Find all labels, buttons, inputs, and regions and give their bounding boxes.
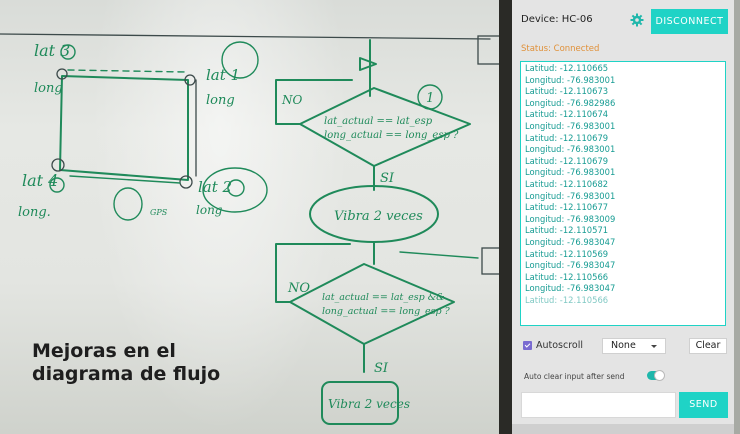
photo-glare (90, 0, 350, 434)
log-line: Longitud: -76.983047 (525, 236, 616, 247)
decision-top (299, 87, 471, 167)
no-loop-top (275, 79, 353, 125)
log-line: Latitud: -12.110571 (525, 225, 609, 236)
caption-line-1: Mejoras en el (32, 340, 176, 362)
bottom-path (69, 175, 181, 184)
circle-top-right (221, 41, 259, 79)
label-long-bottom: long (196, 203, 223, 217)
log-line: Longitud: -76.982986 (525, 97, 616, 108)
label-no-bottom: NO (287, 281, 310, 296)
mid-right-box (481, 247, 510, 275)
circle-1 (417, 84, 443, 110)
no-loop-bottom (275, 243, 351, 303)
board-edge (0, 33, 491, 40)
checkmark-icon[interactable] (523, 341, 532, 350)
log-line: Longitud: -76.983001 (525, 190, 616, 201)
autoscroll-toggle[interactable]: Autoscroll (523, 340, 583, 351)
log-line: Longitud: -76.983047 (525, 283, 616, 294)
log-line: Latitud: -12.110665 (525, 63, 609, 73)
log-line: Latitud: -12.110566 (525, 271, 609, 282)
label-lat1: lat 1 (206, 66, 240, 84)
label-cond-top-1: lat_actual == lat_esp (324, 116, 433, 127)
autoclear-label: Auto clear input after send (524, 372, 625, 381)
connection-status: Status: Connected (521, 44, 600, 54)
flow-arrow-top (359, 57, 377, 71)
connector-right (399, 251, 479, 259)
label-cond-bot-2: long_actual == long_esp ? (322, 306, 451, 317)
gps-bubble (113, 187, 143, 221)
route-dash (67, 69, 186, 73)
log-line: Latitud: -12.110566 (525, 294, 609, 305)
label-cond-top-2: long_actual == long_esp ? (324, 130, 459, 141)
point-lat4 (51, 158, 65, 172)
log-line: Latitud: -12.110679 (525, 132, 609, 143)
label-si-top: SI (380, 171, 395, 186)
point-lat3 (56, 68, 68, 80)
label-lat3: lat 3 (34, 41, 70, 60)
caret-down-icon (651, 345, 657, 348)
log-line: Latitud: -12.110674 (525, 109, 609, 120)
label-vibra-top: Vibra 2 veces (334, 209, 423, 224)
gear-icon[interactable] (630, 13, 644, 27)
log-line: Latitud: -12.110677 (525, 202, 609, 213)
send-button[interactable]: SEND (679, 392, 728, 418)
clear-button[interactable]: Clear (689, 338, 727, 354)
label-lat4: lat 4 (22, 171, 58, 190)
vibra-bottom-box (321, 381, 399, 425)
log-line: Longitud: -76.983009 (525, 213, 616, 224)
flowchart-drawing: lat 3 long lat 1 long lat 4 long. lat 2 … (0, 33, 510, 425)
label-long-left: long (34, 81, 63, 96)
whiteboard-photo: lat 3 long lat 1 long lat 4 long. lat 2 … (0, 0, 510, 434)
circle-4 (49, 177, 65, 193)
label-gps: GPS (150, 208, 168, 217)
autoscroll-label: Autoscroll (536, 340, 584, 351)
log-line: Longitud: -76.983001 (525, 74, 616, 85)
line-ending-value: None (611, 340, 636, 351)
label-lat2: lat 2 (198, 178, 232, 196)
point-lat2 (179, 175, 193, 189)
label-si-bottom: SI (374, 361, 389, 376)
label-cond-bot-1: lat_actual == lat_esp && (322, 292, 445, 303)
lat2-bubble (202, 167, 268, 213)
right-edge (734, 0, 740, 434)
log-line: Latitud: -12.110569 (525, 248, 609, 259)
circle-3 (60, 44, 76, 60)
log-line: Longitud: -76.983001 (525, 144, 616, 155)
app-bottom-bar (512, 424, 740, 434)
label-circle-1: 1 (426, 91, 434, 106)
device-label: Device: HC-06 (521, 14, 593, 25)
route-rectangle (59, 75, 189, 181)
decision-bottom (289, 263, 455, 345)
caption-line-2: diagrama de flujo (32, 363, 221, 385)
bluetooth-terminal-app: Device: HC-06 DISCONNECT Status: Connect… (512, 0, 734, 434)
send-input[interactable] (521, 392, 676, 418)
label-no-top: NO (281, 93, 303, 107)
point-lat1 (184, 74, 196, 86)
label-long-mid: long (206, 93, 235, 108)
circle-2 (227, 179, 245, 197)
log-line: Longitud: -76.983001 (525, 120, 616, 131)
autoclear-switch[interactable] (647, 370, 665, 381)
label-long-left2: long. (18, 205, 51, 220)
photo-caption: Mejoras en el diagrama de flujo (32, 340, 272, 386)
photo-divider (499, 0, 512, 434)
log-line: Latitud: -12.110679 (525, 155, 609, 166)
log-line: Latitud: -12.110673 (525, 86, 609, 97)
line-ending-select[interactable]: None (602, 338, 666, 354)
log-line: Longitud: -76.983001 (525, 167, 616, 178)
label-vibra-bottom: Vibra 2 veces (328, 397, 410, 411)
log-line: Longitud: -76.983047 (525, 260, 616, 271)
disconnect-button[interactable]: DISCONNECT (651, 9, 728, 34)
log-line: Latitud: -12.110682 (525, 178, 609, 189)
